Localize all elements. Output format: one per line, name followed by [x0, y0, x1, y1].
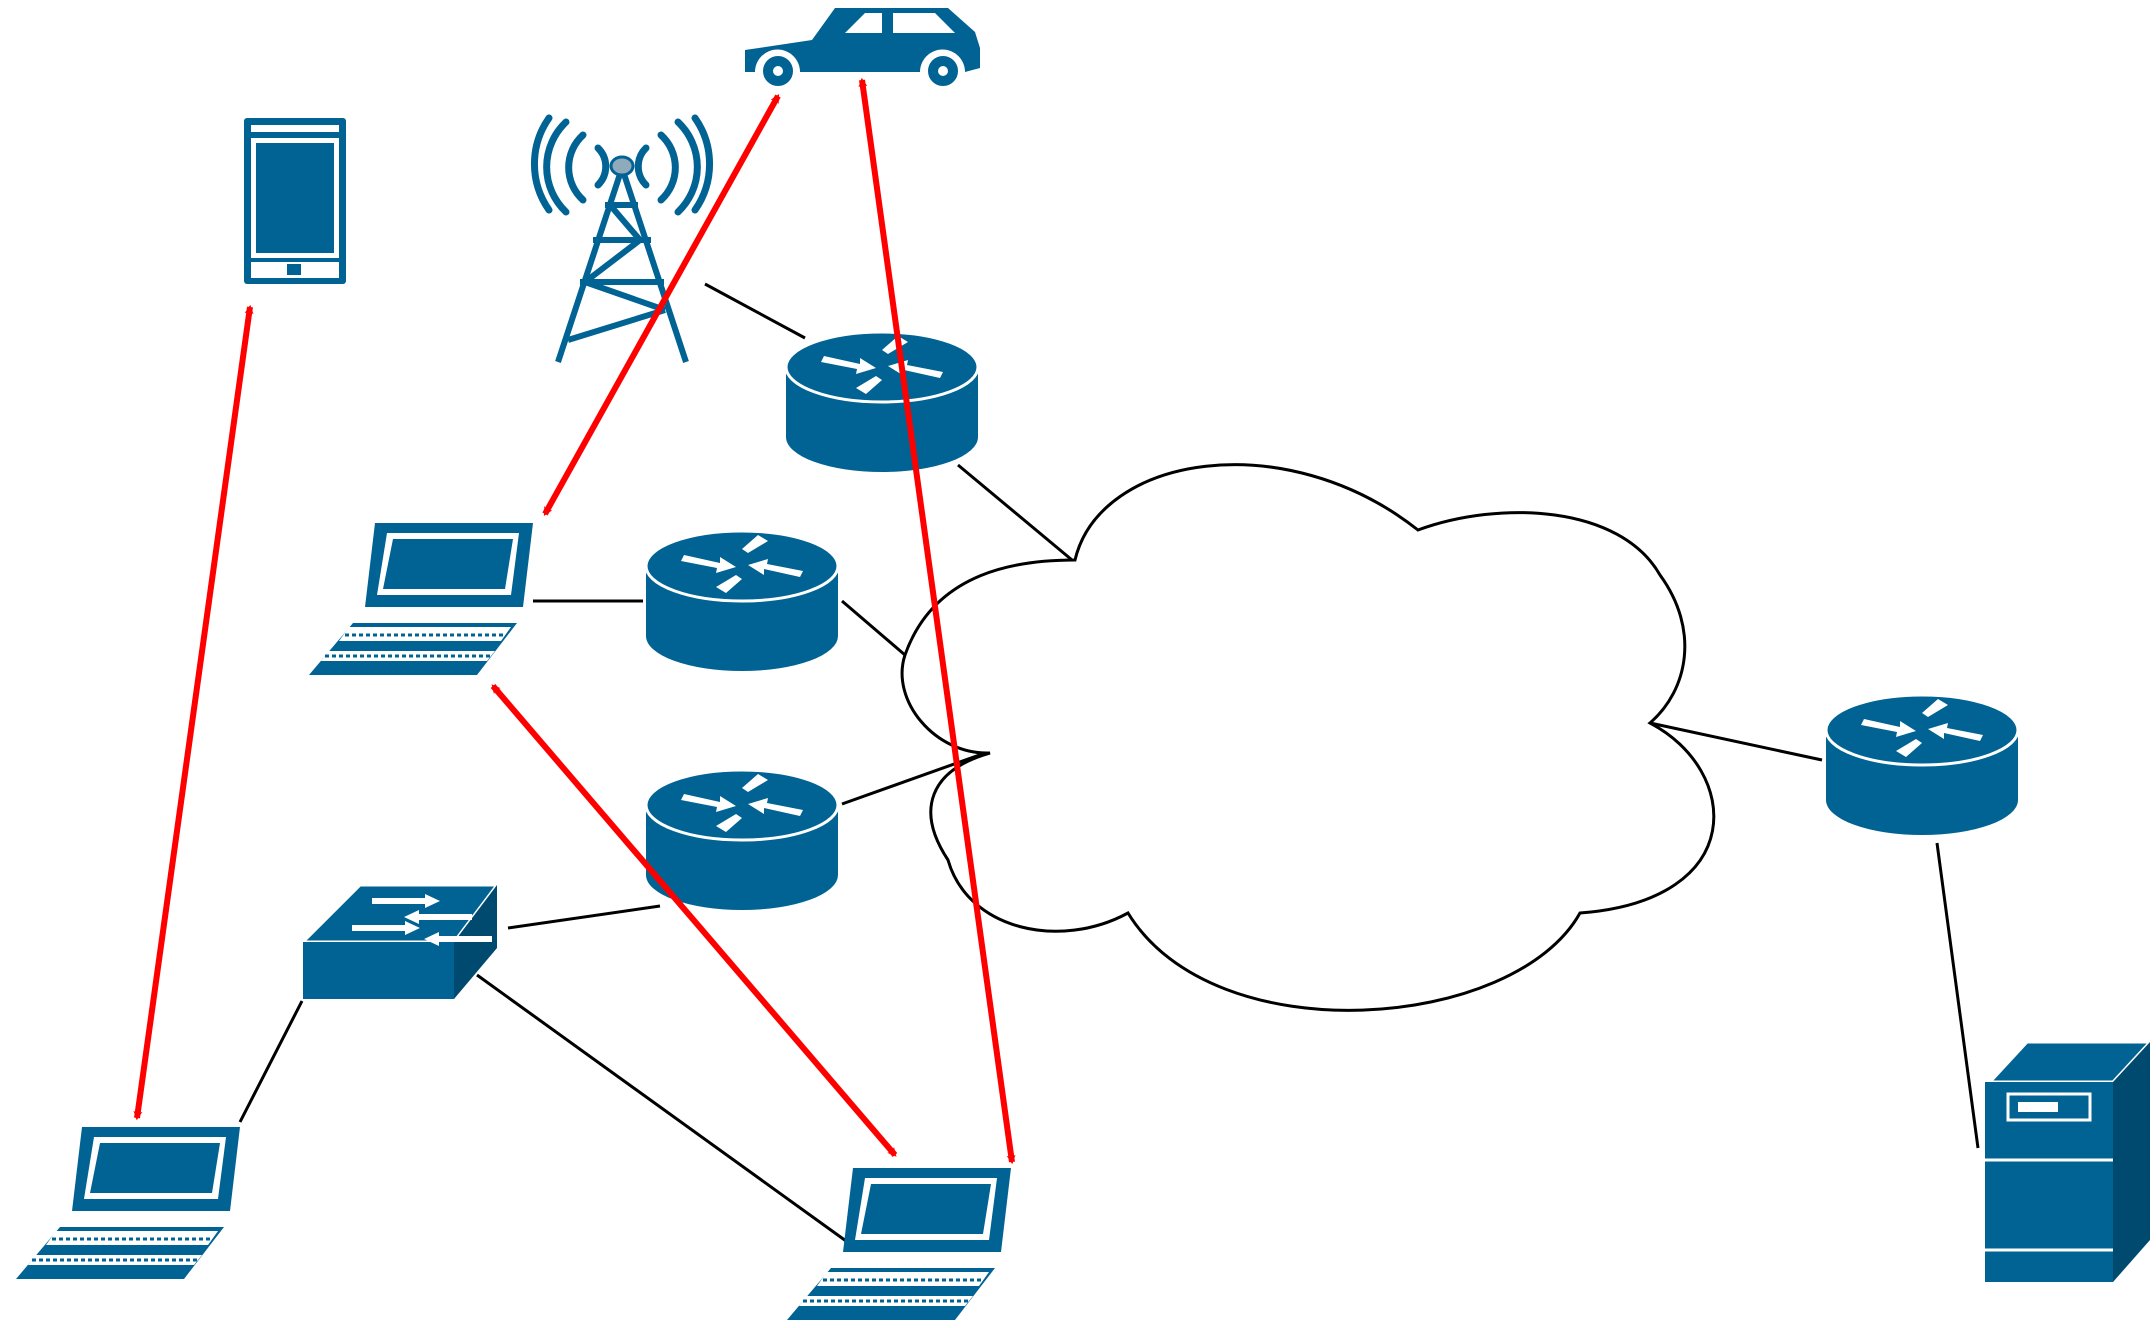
router-icon [644, 529, 840, 671]
router-icon [784, 330, 980, 472]
link-tower-router-top [704, 282, 806, 340]
car-icon [745, 8, 980, 90]
link-router-right-server [1935, 842, 1980, 1149]
router-icon [1824, 693, 2020, 835]
mobile-phone-icon [244, 118, 346, 284]
link-router-top-cloud [957, 463, 1073, 562]
laptop-icon [787, 1168, 1011, 1320]
switch-icon [299, 883, 501, 999]
cloud-icon [900, 463, 1716, 1012]
link-cloud-router-right [1649, 721, 1823, 762]
link-switch-laptop-center [476, 973, 854, 1248]
link-switch-laptop-left [238, 1000, 304, 1123]
laptop-icon [309, 523, 533, 675]
flow-car-laptop-upper [542, 94, 781, 516]
link-switch-router-low [507, 904, 661, 930]
traffic-flows [133, 77, 1016, 1165]
link-router-mid-cloud [841, 599, 906, 657]
server-icon [1985, 1040, 2154, 1282]
flow-phone-laptop-left [133, 304, 254, 1121]
laptop-icon [16, 1127, 240, 1279]
router-icon [644, 768, 840, 910]
cell-tower-icon [530, 114, 714, 363]
flow-car-laptop-center [858, 77, 1016, 1165]
flow-laptop-upper-laptop-center [490, 684, 898, 1157]
